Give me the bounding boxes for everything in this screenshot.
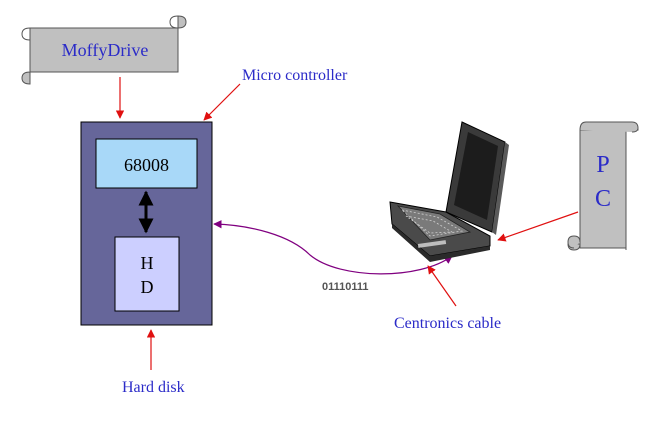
- micro-controller-arrow: [203, 83, 241, 121]
- cpu-label: 68008: [124, 155, 169, 175]
- hd-block: [114, 236, 180, 312]
- data-bits-label: 01110111: [322, 281, 369, 293]
- micro-controller-label: Micro controller: [242, 67, 348, 84]
- cpu-block: [95, 138, 198, 189]
- pc-banner: P C: [567, 121, 639, 251]
- centronics-cable-arrow: [427, 265, 457, 307]
- hd-label-line1: H: [141, 253, 154, 273]
- centronics-cable-line: [213, 220, 453, 275]
- moffydrive-banner: MoffyDrive: [21, 15, 187, 85]
- pc-label-line2: C: [595, 186, 611, 212]
- hard-disk-label: Hard disk: [122, 379, 185, 396]
- centronics-cable-label: Centronics cable: [394, 315, 501, 332]
- laptop-computer-icon: [389, 121, 509, 262]
- pc-arrow: [497, 211, 579, 242]
- hd-label-line2: D: [141, 277, 154, 297]
- moffydrive-label: MoffyDrive: [62, 40, 149, 60]
- pc-label-line1: P: [596, 152, 609, 178]
